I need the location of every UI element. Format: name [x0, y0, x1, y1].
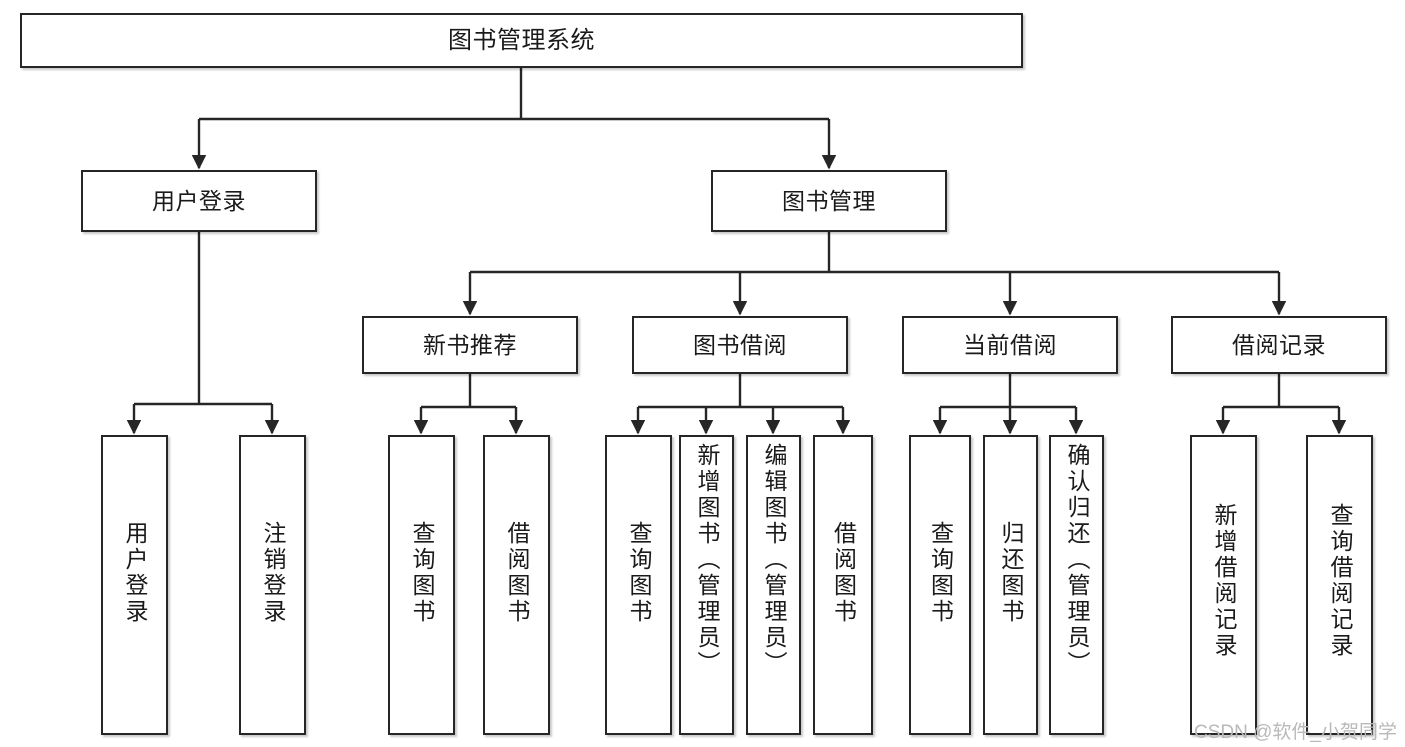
node-label: 归还图书 — [998, 521, 1024, 625]
node-label: 新增借阅记录 — [1211, 503, 1237, 659]
node-label: 借阅图书 — [504, 521, 530, 625]
node-user-login[interactable]: 用户登录 — [81, 170, 317, 232]
node-label: 查询图书 — [626, 521, 652, 625]
node-label: 查询图书 — [409, 521, 435, 625]
node-label: 用户登录 — [122, 521, 148, 625]
node-label: 查询图书 — [927, 521, 954, 625]
node-current-borrow[interactable]: 当前借阅 — [902, 316, 1118, 374]
node-label: 借阅图书 — [830, 521, 857, 625]
node-label: 新增图书（管理员） — [694, 443, 720, 677]
node-label: 图书借阅 — [693, 331, 787, 358]
node-label: 当前借阅 — [963, 331, 1057, 358]
node-label: 新书推荐 — [423, 331, 517, 358]
node-leaf-user-login[interactable]: 用户登录 — [101, 435, 168, 735]
node-label: 查询借阅记录 — [1327, 503, 1353, 659]
node-leaf-add-book[interactable]: 新增图书（管理员） — [679, 435, 734, 735]
node-leaf-query-book-1[interactable]: 查询图书 — [388, 435, 455, 735]
node-book-borrow[interactable]: 图书借阅 — [632, 316, 848, 374]
node-leaf-add-record[interactable]: 新增借阅记录 — [1190, 435, 1257, 735]
node-label: 编辑图书（管理员） — [761, 443, 787, 677]
node-leaf-query-record[interactable]: 查询借阅记录 — [1306, 435, 1373, 735]
node-label: 借阅记录 — [1232, 331, 1326, 358]
node-book-manage[interactable]: 图书管理 — [711, 170, 947, 232]
node-leaf-logout[interactable]: 注销登录 — [239, 435, 306, 735]
node-leaf-edit-book[interactable]: 编辑图书（管理员） — [746, 435, 801, 735]
node-label: 注销登录 — [260, 521, 286, 625]
node-new-book-rec[interactable]: 新书推荐 — [362, 316, 578, 374]
node-root[interactable]: 图书管理系统 — [20, 13, 1023, 68]
node-leaf-query-book-3[interactable]: 查询图书 — [909, 435, 971, 735]
node-label: 图书管理 — [782, 187, 876, 214]
node-leaf-borrow-book-1[interactable]: 借阅图书 — [483, 435, 550, 735]
node-leaf-borrow-book-2[interactable]: 借阅图书 — [813, 435, 873, 735]
node-borrow-record[interactable]: 借阅记录 — [1171, 316, 1387, 374]
node-leaf-confirm-return[interactable]: 确认归还（管理员） — [1049, 435, 1104, 735]
csdn-watermark: CSDN @软件_小贺同学 — [1194, 722, 1397, 743]
node-label: 用户登录 — [152, 187, 246, 214]
node-label: 图书管理系统 — [448, 26, 595, 54]
node-leaf-return-book[interactable]: 归还图书 — [983, 435, 1038, 735]
node-label: 确认归还（管理员） — [1064, 443, 1090, 677]
node-leaf-query-book-2[interactable]: 查询图书 — [605, 435, 672, 735]
